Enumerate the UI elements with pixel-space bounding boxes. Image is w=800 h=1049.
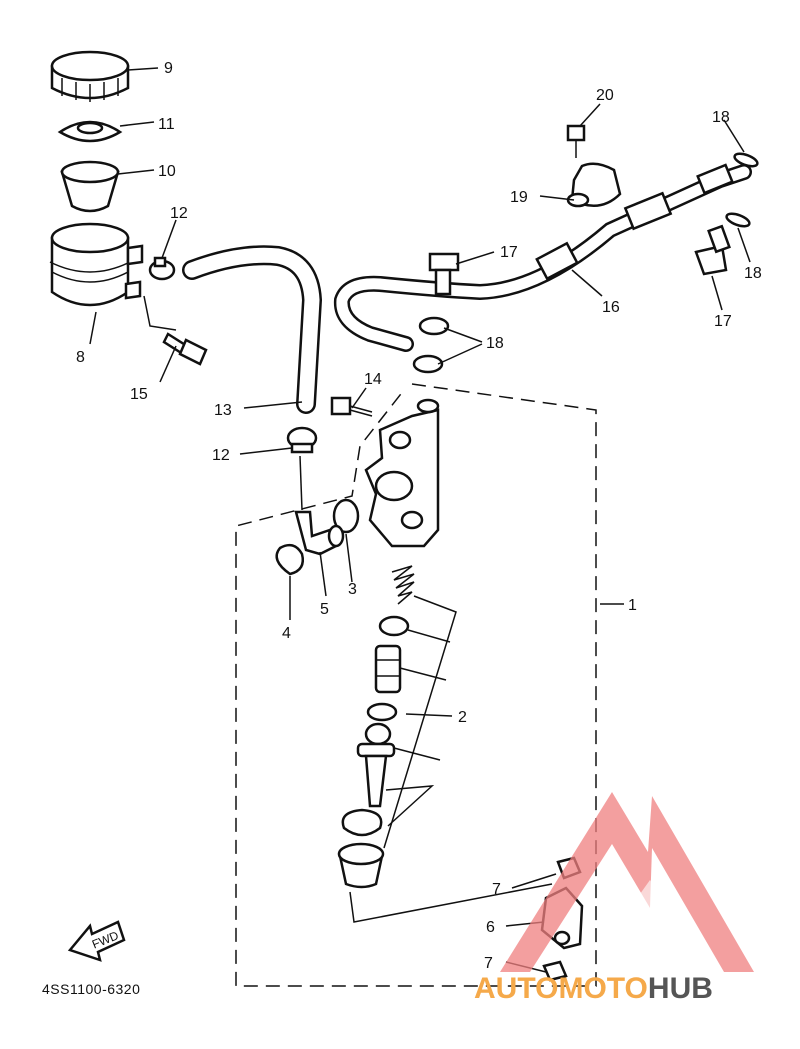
callout-19: 19 [510,189,528,206]
o-ring-3 [332,498,360,534]
reservoir-tank-8 [49,222,144,307]
bolt-14 [330,396,373,417]
hose-clip-12-bottom [286,426,318,454]
callout-7-bottom: 7 [484,955,493,972]
hose-joint-5 [294,510,345,556]
union-bolt-17-right [694,224,731,276]
diaphragm-holder-10 [60,160,120,213]
diaphragm-11 [57,120,123,143]
nut-7-bottom [542,960,568,982]
callout-1: 1 [628,597,637,614]
callout-11: 11 [158,116,175,133]
circlip-4 [275,543,304,576]
callout-9: 9 [164,60,173,77]
callout-20: 20 [596,87,614,104]
callout-12-bottom: 12 [212,447,230,464]
watermark-logo-icon [500,792,754,972]
push-rod [356,722,396,808]
hose-holder-19 [566,162,622,208]
callout-2: 2 [458,709,467,726]
callout-10: 10 [158,163,176,180]
assembly-1-boundary [235,383,597,987]
bolt-15 [162,332,208,366]
callout-5: 5 [320,601,329,618]
callout-14: 14 [364,371,382,388]
boot [337,842,385,889]
callout-18-washers: 18 [486,335,504,352]
callout-17-top: 17 [500,244,518,261]
callout-4: 4 [282,625,291,642]
reservoir-hose-13 [182,245,323,414]
leader-lines [89,67,751,973]
bolt-20 [566,124,586,158]
circlip-ring [341,808,383,837]
brake-hose-16 [333,163,752,352]
callout-12-top: 12 [170,205,188,222]
master-cylinder-body [364,398,440,548]
piston [374,644,402,694]
callout-18-top: 18 [712,109,730,126]
callout-3: 3 [348,581,357,598]
callout-13: 13 [214,402,232,419]
callout-7-top: 7 [492,881,501,898]
watermark-text-automoto: AUTOMOTO [474,972,648,1005]
diagram-code: 4SS1100-6320 [42,981,140,997]
callout-16: 16 [602,299,620,316]
watermark-text-hub: HUB [648,972,713,1005]
callout-labels: 9 11 10 12 8 15 13 12 14 4 5 3 20 18 19 … [76,60,762,972]
copper-washers-18 [412,152,759,374]
fwd-arrow-icon: FWD [67,920,126,962]
washer-2 [366,702,398,722]
callout-15: 15 [130,386,148,403]
watermark-text: AUTOMOTOHUB [474,972,713,1005]
hose-clip-12-top [148,256,176,281]
spring [391,565,415,605]
cup-seal [378,615,410,637]
watermark-triangle [500,792,754,972]
union-bolt-17-top [428,252,460,296]
callout-18-right: 18 [744,265,762,282]
callout-17-right: 17 [714,313,732,330]
callout-6: 6 [486,919,495,936]
reservoir-cap-9 [50,50,130,102]
callout-8: 8 [76,349,85,366]
